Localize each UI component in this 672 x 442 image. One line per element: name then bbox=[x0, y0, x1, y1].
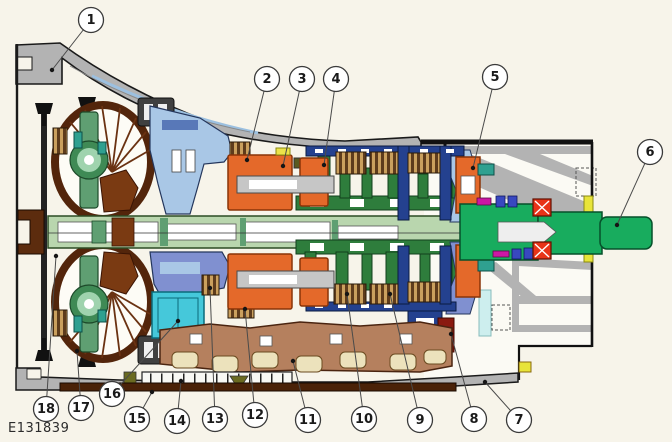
callout-2-label: 2 bbox=[262, 72, 271, 87]
pan-gasket bbox=[59, 382, 457, 392]
callout-3: 3 bbox=[280, 65, 316, 169]
callout-18-label: 18 bbox=[37, 402, 55, 417]
callout-12-target-dot bbox=[242, 306, 248, 312]
callout-9-target-dot bbox=[387, 291, 393, 297]
callout-10-target-dot bbox=[344, 291, 350, 297]
callout-17-label: 17 bbox=[72, 401, 90, 416]
callout-15-label: 15 bbox=[128, 412, 146, 427]
callout-18-bubble bbox=[32, 395, 60, 423]
drain-plug bbox=[518, 361, 532, 373]
callout-16-target-dot bbox=[175, 318, 181, 324]
callout-10-label: 10 bbox=[355, 412, 373, 427]
valve-body bbox=[59, 321, 532, 392]
callout-4: 4 bbox=[321, 65, 350, 168]
callout-12: 12 bbox=[241, 306, 269, 429]
callout-14-target-dot bbox=[178, 378, 184, 384]
callout-18-target-dot bbox=[53, 253, 59, 259]
callout-14-label: 14 bbox=[168, 414, 186, 429]
callout-5-target-dot bbox=[470, 165, 476, 171]
callout-14-bubble bbox=[163, 407, 191, 435]
callout-9: 9 bbox=[387, 291, 434, 434]
callout-15: 15 bbox=[123, 389, 155, 433]
callout-2: 2 bbox=[244, 65, 281, 163]
callout-17-target-dot bbox=[74, 348, 80, 354]
callout-6-bubble bbox=[636, 138, 664, 166]
callout-7: 7 bbox=[482, 379, 533, 434]
callout-16: 16 bbox=[98, 318, 181, 408]
callout-17: 17 bbox=[67, 348, 95, 422]
callout-8: 8 bbox=[448, 331, 488, 433]
bearing-red bbox=[532, 198, 552, 260]
callout-13-label: 13 bbox=[206, 412, 224, 427]
callout-4-bubble bbox=[322, 65, 350, 93]
callout-6-target-dot bbox=[614, 222, 620, 228]
callout-11: 11 bbox=[290, 358, 322, 434]
callout-11-label: 11 bbox=[299, 413, 317, 428]
callout-7-label: 7 bbox=[514, 413, 523, 428]
callout-7-target-dot bbox=[482, 379, 488, 385]
clutch-pistons-gray bbox=[236, 175, 335, 289]
callout-10-bubble bbox=[350, 405, 378, 433]
callout-2-bubble bbox=[253, 65, 281, 93]
solenoids bbox=[171, 349, 447, 373]
seal-magenta bbox=[492, 250, 510, 258]
callout-9-label: 9 bbox=[415, 413, 424, 428]
callout-1-label: 1 bbox=[86, 13, 95, 28]
callout-18: 18 bbox=[32, 253, 60, 423]
callout-13: 13 bbox=[201, 285, 229, 433]
callout-7-bubble bbox=[505, 406, 533, 434]
callout-6-label: 6 bbox=[645, 145, 654, 160]
callout-12-label: 12 bbox=[246, 408, 264, 423]
callout-16-bubble bbox=[98, 380, 126, 408]
callout-8-target-dot bbox=[448, 331, 454, 337]
callout-1-bubble bbox=[77, 6, 105, 34]
callout-4-label: 4 bbox=[331, 72, 340, 87]
callout-10: 10 bbox=[344, 291, 378, 433]
callout-5-bubble bbox=[481, 63, 509, 91]
callout-2-target-dot bbox=[244, 157, 250, 163]
callout-16-label: 16 bbox=[103, 387, 121, 402]
callout-9-bubble bbox=[406, 406, 434, 434]
callout-1: 1 bbox=[49, 6, 105, 73]
callout-1-target-dot bbox=[49, 67, 55, 73]
callout-12-bubble bbox=[241, 401, 269, 429]
callout-17-bubble bbox=[67, 394, 95, 422]
callout-8-label: 8 bbox=[469, 412, 478, 427]
callout-3-bubble bbox=[288, 65, 316, 93]
callout-5-label: 5 bbox=[490, 70, 499, 85]
callout-11-bubble bbox=[294, 406, 322, 434]
callout-3-label: 3 bbox=[297, 72, 306, 87]
callout-11-target-dot bbox=[290, 358, 296, 364]
callout-6: 6 bbox=[614, 138, 664, 228]
figure-code-label: E131839 bbox=[8, 421, 70, 436]
callout-5: 5 bbox=[470, 63, 509, 171]
callout-8-bubble bbox=[460, 405, 488, 433]
callout-3-target-dot bbox=[280, 163, 286, 169]
callout-15-bubble bbox=[123, 405, 151, 433]
callout-14: 14 bbox=[163, 378, 191, 435]
callout-13-bubble bbox=[201, 405, 229, 433]
callout-13-target-dot bbox=[207, 285, 213, 291]
seal-magenta bbox=[476, 197, 492, 206]
callout-4-target-dot bbox=[321, 162, 327, 168]
callout-15-target-dot bbox=[149, 389, 155, 395]
